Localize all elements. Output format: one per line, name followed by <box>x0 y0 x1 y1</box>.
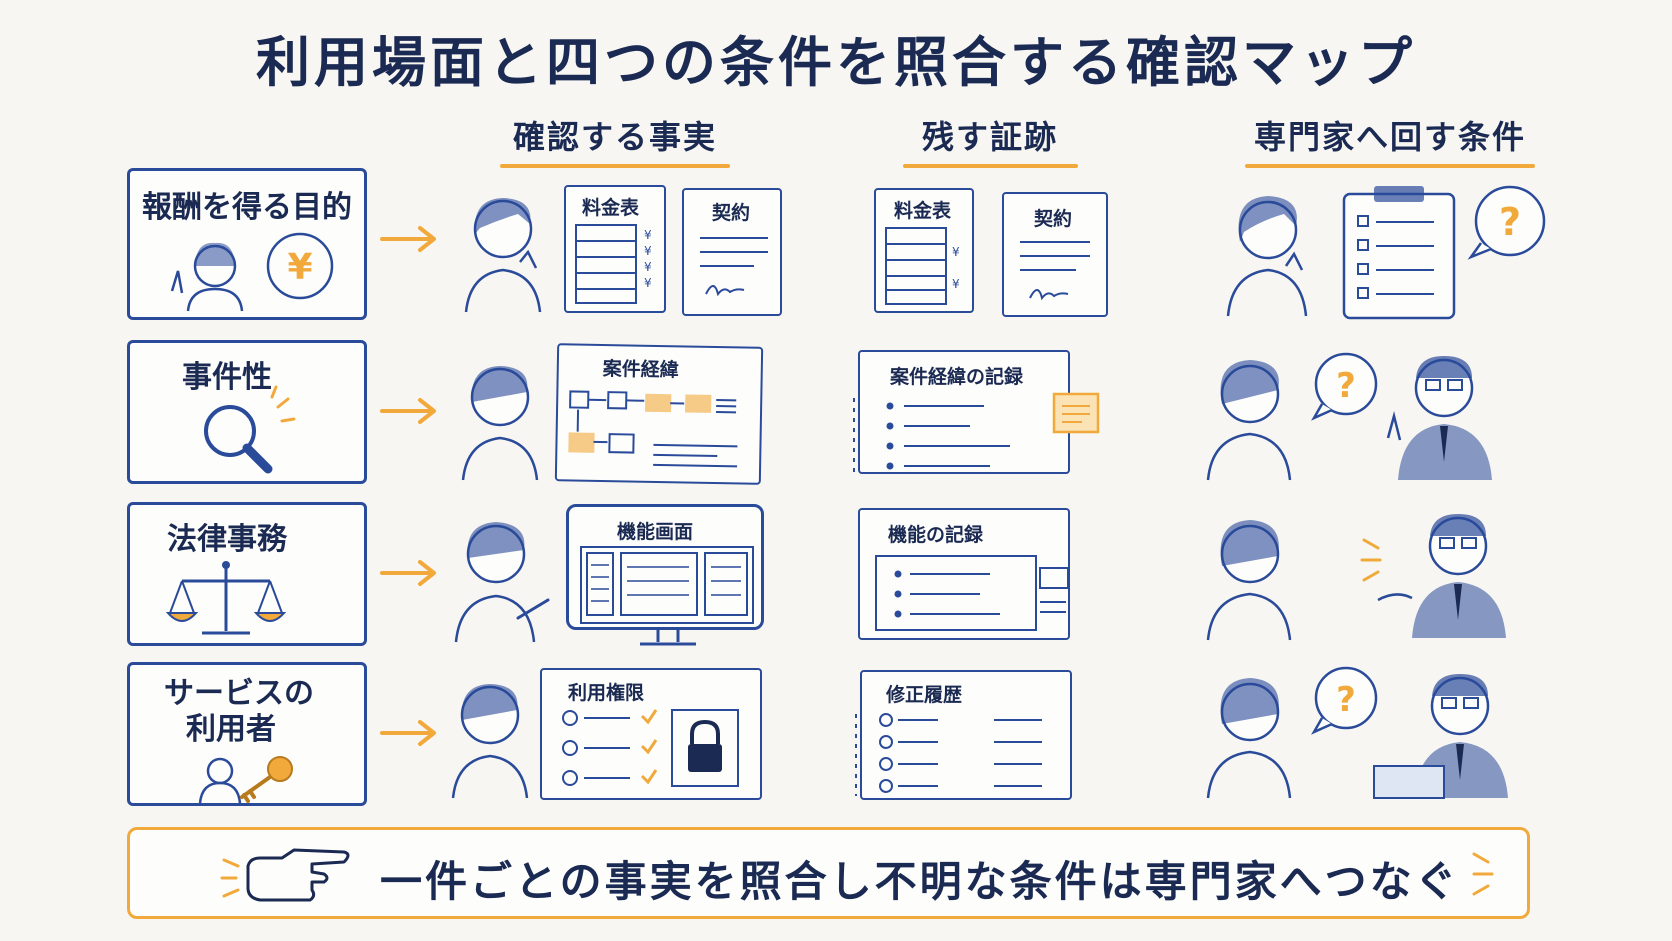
expert-person-icon <box>1386 356 1492 480</box>
screen-layout-icon <box>580 546 754 624</box>
notebook-lines-icon <box>853 398 1010 474</box>
question-mark: ? <box>1499 200 1521 244</box>
card-title: 料金表 <box>582 197 640 219</box>
condition-label-line2: 利用者 <box>186 712 276 747</box>
arrow-right-icon <box>380 560 436 586</box>
svg-text:¥: ¥ <box>644 228 652 242</box>
question-bubble-icon: ? <box>1311 666 1378 735</box>
scales-icon <box>165 561 287 635</box>
condition-box-service-user: サービスの 利用者 <box>127 662 367 806</box>
viewing-person-icon <box>451 684 529 799</box>
column-header-underline <box>1245 164 1535 168</box>
monitor-stand-icon <box>640 630 696 646</box>
yen-mark: ¥ <box>287 247 312 288</box>
user-permissions-icon <box>562 709 739 787</box>
column-header-underline <box>902 164 1078 168</box>
card-title: 利用権限 <box>568 682 645 704</box>
card-title: 案件経緯 <box>602 358 679 382</box>
pointing-person-icon <box>454 522 550 643</box>
condition-box-legal-affairs: 法律事務 <box>127 502 367 646</box>
evidence-fee-table-card: 料金表 ¥¥ <box>874 188 974 313</box>
clipboard-checklist-icon <box>1342 186 1456 320</box>
card-title: 契約 <box>712 202 751 224</box>
record-layout-icon <box>875 555 1069 631</box>
column-header-facts: 確認する事実 <box>480 112 750 168</box>
user-key-icon <box>198 756 293 804</box>
condition-box-case-nature: 事件性 <box>127 340 367 484</box>
column-header-evidence-label: 残す証跡 <box>921 118 1058 156</box>
condition-box-reward: 報酬を得る目的 ¥ <box>127 168 367 320</box>
column-header-expert-label: 専門家へ回す条件 <box>1253 118 1526 156</box>
contract-card: 契約 <box>682 188 782 316</box>
contract-lines-icon <box>700 237 768 297</box>
pointing-person-icon <box>461 366 539 481</box>
evidence-revision-history-card: 修正履歴 <box>855 670 1072 800</box>
card-title: 案件経緯の記録 <box>890 366 1024 388</box>
svg-text:¥: ¥ <box>952 277 960 291</box>
condition-label-line1: サービスの <box>164 676 314 711</box>
expert-person-icon <box>1377 514 1506 638</box>
function-screen-monitor: 機能画面 <box>566 504 764 630</box>
svg-text:¥: ¥ <box>644 260 652 274</box>
magnifier-icon <box>204 385 296 474</box>
card-title: 契約 <box>1034 208 1073 230</box>
card-title: 機能画面 <box>617 521 694 543</box>
summary-text: 一件ごとの事実を照合し不明な条件は専門家へつなぐ <box>380 857 1460 906</box>
case-history-card: 案件経緯 <box>554 343 764 485</box>
flowchart-icon <box>568 390 738 468</box>
svg-text:¥: ¥ <box>644 244 652 258</box>
page-title: 利用場面と四つの条件を照合する確認マップ <box>256 31 1416 94</box>
question-mark: ? <box>1336 680 1356 720</box>
card-title: 機能の記録 <box>888 524 984 546</box>
question-bubble-icon: ? <box>1311 352 1378 421</box>
column-header-underline <box>500 164 730 168</box>
card-title: 修正履歴 <box>886 684 963 706</box>
thinking-person-icon <box>464 198 542 313</box>
arrow-right-icon <box>380 226 436 252</box>
table-lines-icon: ¥¥ <box>885 227 960 305</box>
client-person-icon <box>1206 360 1292 481</box>
pointing-hand-icon <box>220 848 350 902</box>
column-header-expert: 専門家へ回す条件 <box>1225 112 1555 168</box>
contract-lines-icon <box>1020 241 1090 301</box>
svg-text:¥: ¥ <box>644 276 652 290</box>
column-header-evidence: 残す証跡 <box>880 112 1100 168</box>
svg-text:¥: ¥ <box>952 245 960 259</box>
emphasis-marks-icon <box>1472 852 1494 896</box>
condition-label: 事件性 <box>182 360 272 395</box>
revision-lines-icon <box>855 713 1042 796</box>
client-person-icon <box>1206 520 1292 641</box>
column-header-facts-label: 確認する事実 <box>512 118 717 156</box>
arrow-right-icon <box>380 720 436 746</box>
card-title: 料金表 <box>894 200 952 222</box>
condition-label: 法律事務 <box>167 522 287 557</box>
condition-label: 報酬を得る目的 <box>142 190 352 225</box>
table-lines-icon: ¥ ¥ ¥ ¥ <box>575 224 652 304</box>
evidence-contract-card: 契約 <box>1002 192 1108 317</box>
question-bubble-icon: ? <box>1467 185 1546 260</box>
summary-banner: 一件ごとの事実を照合し不明な条件は専門家へつなぐ <box>127 827 1530 919</box>
question-mark: ? <box>1336 366 1356 406</box>
emphasis-marks-icon <box>1360 538 1382 582</box>
fee-table-card: 料金表 ¥ ¥ ¥ ¥ <box>564 185 666 313</box>
sticky-note-icon <box>1052 392 1100 434</box>
evidence-case-record-card: 案件経緯の記録 <box>853 350 1070 474</box>
expert-laptop-icon <box>1373 674 1508 799</box>
thinking-person-icon <box>1226 196 1308 317</box>
person-yen-icon: ¥ <box>170 232 334 312</box>
evidence-function-record-card: 機能の記録 <box>858 508 1070 640</box>
access-rights-card: 利用権限 <box>540 668 762 800</box>
arrow-right-icon <box>380 398 436 424</box>
client-person-icon <box>1206 678 1292 799</box>
